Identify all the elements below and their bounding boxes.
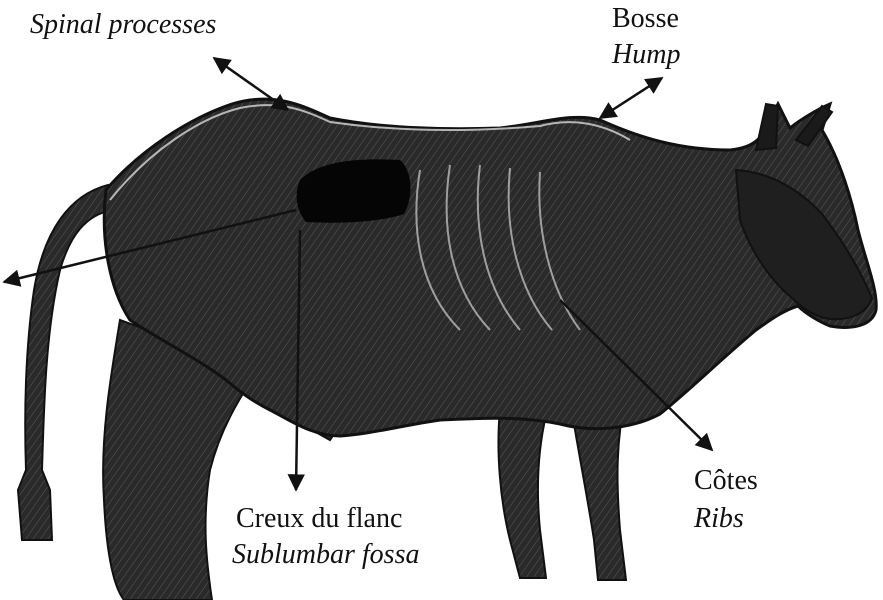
label-spinal-processes: Spinal processes	[30, 10, 216, 40]
cow-horn-left	[756, 104, 778, 150]
label-fossa-fr: Creux du flanc	[236, 504, 402, 534]
label-fossa-en: Sublumbar fossa	[232, 540, 419, 570]
cow-tail	[18, 185, 112, 540]
label-ribs-fr: Côtes	[694, 466, 758, 496]
label-hump-fr: Bosse	[612, 4, 679, 34]
label-ribs-en: Ribs	[694, 504, 744, 534]
label-hump-en: Hump	[612, 40, 680, 70]
cow-front-leg	[498, 410, 546, 578]
hump-arrow	[600, 78, 662, 118]
